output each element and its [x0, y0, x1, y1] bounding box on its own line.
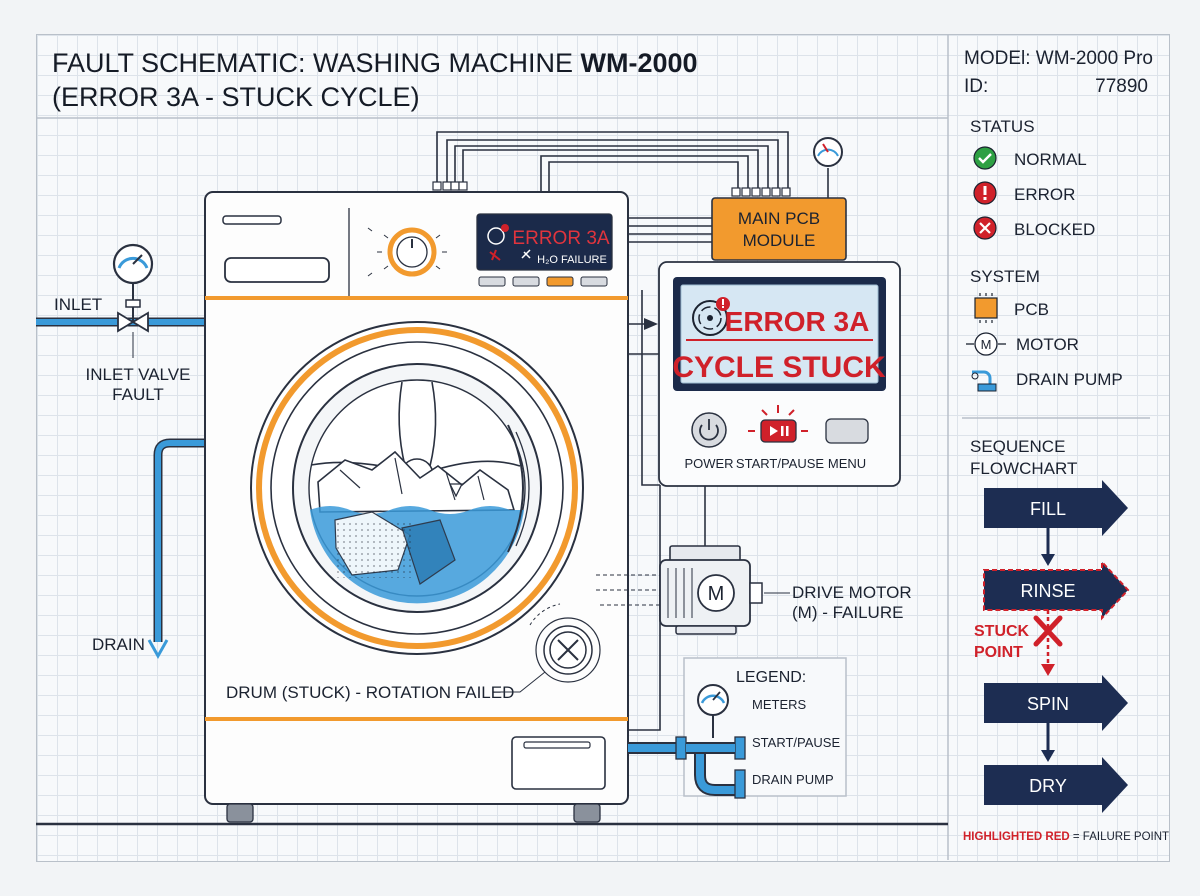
failure-note: HIGHLIGHTED RED = FAILURE POINT — [963, 831, 1169, 843]
system-item-pcb: PCB — [974, 293, 1049, 323]
drain-pump-piping — [628, 736, 746, 799]
blocked-rotation-icon — [529, 603, 601, 683]
flowchart-step-dry: DRY — [984, 757, 1128, 813]
flowchart-step-spin: SPIN — [984, 675, 1128, 731]
drawer-handle — [222, 215, 282, 225]
page-subtitle: (ERROR 3A - STUCK CYCLE) — [52, 82, 420, 112]
svg-text:DRY: DRY — [1029, 776, 1067, 796]
play-pause-icon — [770, 426, 778, 436]
svg-text:SPIN: SPIN — [1027, 694, 1069, 714]
id-label: ID: — [964, 76, 988, 97]
menu-label: MENU — [828, 456, 866, 471]
stuck-point-label: STUCK — [974, 623, 1030, 640]
start-pause-label: START/PAUSE — [736, 456, 824, 471]
legend-item-start-pause: START/PAUSE — [752, 735, 840, 750]
inlet-valve-icon — [112, 243, 154, 333]
cycle-icon — [487, 227, 505, 245]
svg-text:MAIN PCB: MAIN PCB — [738, 209, 820, 228]
power-label: POWER — [684, 456, 733, 471]
flowchart-heading: SEQUENCE — [970, 437, 1065, 456]
drum-door — [250, 321, 584, 655]
legend-item-drain-pump: DRAIN PUMP — [752, 772, 834, 787]
svg-text:POINT: POINT — [974, 644, 1023, 661]
drive-motor-failure-label: DRIVE MOTOR — [792, 583, 912, 602]
pcb-pressure-gauge-icon — [813, 137, 843, 167]
pcb-icon — [974, 297, 998, 319]
svg-text:ERROR: ERROR — [1014, 185, 1075, 204]
svg-text:M: M — [708, 583, 725, 605]
wrench-icon — [489, 249, 501, 261]
svg-text:ERROR 3A: ERROR 3A — [512, 228, 609, 249]
menu-button[interactable] — [825, 418, 869, 444]
system-item-motor: M MOTOR — [966, 332, 1079, 356]
svg-text:PCB: PCB — [1014, 300, 1049, 319]
flowchart-step-fill: FILL — [984, 480, 1128, 536]
model-label: MODEl: WM-2000 Pro — [964, 48, 1153, 69]
status-item-error: ERROR — [973, 181, 1075, 205]
machine-display: ERROR 3A H₂O FAILURE — [476, 213, 613, 271]
status-heading: STATUS — [970, 117, 1035, 136]
id-value: 77890 — [1095, 76, 1148, 97]
machine-button-start[interactable] — [546, 276, 574, 287]
control-panel: ERROR 3A CYCLE STUCK POWER START/PAUSE — [658, 261, 901, 487]
power-button[interactable] — [691, 412, 727, 448]
washing-machine: ERROR 3A H₂O FAILURE — [204, 191, 629, 823]
legend-box: LEGEND: METERS START/PAUSE DRAIN PUMP — [683, 657, 847, 797]
machine-button-1[interactable] — [478, 276, 506, 287]
cycle-error-icon — [692, 297, 730, 336]
drain-pump-icon — [971, 370, 997, 392]
svg-text:MOTOR: MOTOR — [1016, 335, 1079, 354]
machine-button-4[interactable] — [580, 276, 608, 287]
program-dial[interactable] — [367, 227, 447, 277]
motor-icon: M — [966, 332, 1006, 356]
alert-rays-icon — [748, 405, 808, 432]
machine-button-2[interactable] — [512, 276, 540, 287]
legend-heading: LEGEND: — [736, 669, 806, 686]
svg-text:NORMAL: NORMAL — [1014, 150, 1087, 169]
page-title: FAULT SCHEMATIC: WASHING MACHINE WM-2000 — [52, 48, 698, 78]
svg-text:M: M — [981, 337, 992, 352]
start-pause-button[interactable] — [748, 405, 808, 443]
filter-access-panel[interactable] — [511, 736, 606, 790]
status-item-blocked: BLOCKED — [973, 216, 1095, 240]
svg-text:MODULE: MODULE — [743, 231, 816, 250]
svg-text:FAULT: FAULT — [112, 385, 164, 404]
svg-text:(M) - FAILURE: (M) - FAILURE — [792, 603, 903, 622]
stuck-point-x-icon — [1033, 615, 1063, 647]
svg-text:FILL: FILL — [1030, 499, 1066, 519]
svg-text:DRAIN PUMP: DRAIN PUMP — [1016, 370, 1123, 389]
inlet-valve-fault-label: INLET VALVE — [86, 365, 191, 384]
main-pcb-module: MAIN PCB MODULE — [711, 197, 847, 261]
flowchart-step-rinse-failed: RINSE — [983, 559, 1130, 621]
power-icon — [699, 424, 719, 441]
panel-error-code: ERROR 3A — [725, 306, 870, 337]
svg-text:RINSE: RINSE — [1020, 581, 1075, 601]
drive-motor: M — [596, 545, 763, 635]
svg-text:H₂O FAILURE: H₂O FAILURE — [537, 254, 607, 266]
drain-hose — [147, 438, 206, 660]
motor-symbol-icon — [697, 574, 735, 612]
check-circle-icon — [973, 146, 997, 170]
inlet-label: INLET — [54, 295, 102, 314]
panel-error-message: CYCLE STUCK — [672, 351, 886, 384]
drain-label: DRAIN — [92, 635, 145, 654]
svg-text:BLOCKED: BLOCKED — [1014, 220, 1095, 239]
legend-item-meters: METERS — [752, 697, 807, 712]
system-heading: SYSTEM — [970, 267, 1040, 286]
svg-text:FLOWCHART: FLOWCHART — [970, 459, 1077, 478]
detergent-drawer[interactable] — [224, 257, 330, 283]
drum-stuck-label: DRUM (STUCK) - ROTATION FAILED — [226, 683, 514, 702]
system-item-drain-pump: DRAIN PUMP — [971, 370, 1123, 392]
status-item-normal: NORMAL — [973, 146, 1087, 170]
